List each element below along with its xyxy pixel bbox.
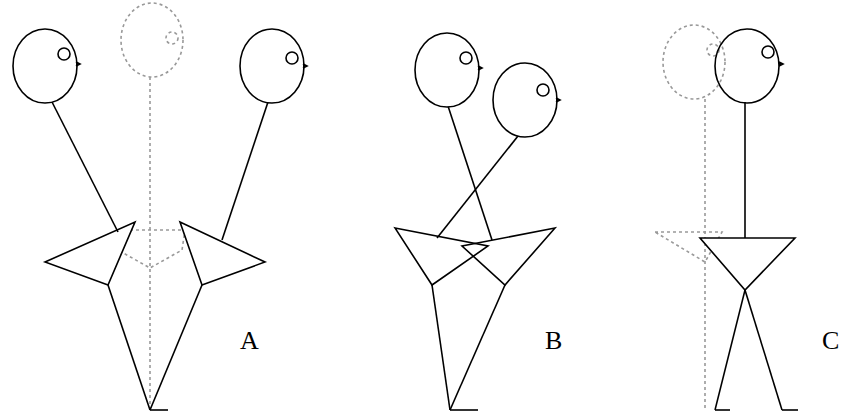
figure-label: B	[545, 328, 562, 354]
figure-label: C	[822, 328, 839, 354]
figure-b	[395, 33, 560, 410]
figure-label: A	[240, 328, 259, 354]
figure-c	[655, 25, 798, 410]
figure-a	[13, 3, 307, 410]
